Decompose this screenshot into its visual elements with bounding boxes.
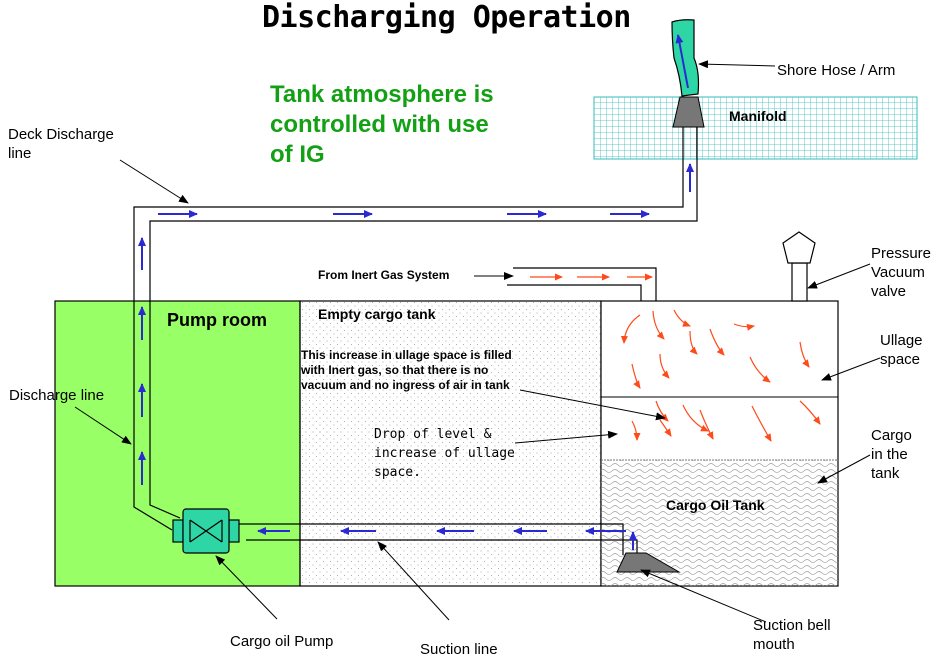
pointer-lines xyxy=(74,60,881,623)
cargo-oil-pump xyxy=(172,508,240,554)
deck-discharge-line-label: Deck Discharge line xyxy=(8,126,114,162)
suction-bell-mouth-label: Suction bell mouth xyxy=(753,617,831,653)
drop-of-level-label: Drop of level & increase of ullage space… xyxy=(374,427,515,480)
cargo-oil-tank-label: Cargo Oil Tank xyxy=(666,497,765,513)
ig-control-note: Tank atmosphere is controlled with use o… xyxy=(270,81,494,168)
inert-gas-arrows xyxy=(530,273,821,442)
suction-line-label: Suction line xyxy=(420,641,498,658)
manifold-grid xyxy=(593,96,918,160)
pump-room-label: Pump room xyxy=(167,310,268,330)
inert-gas-system-label: From Inert Gas System xyxy=(318,268,450,282)
cargo-oil-pump-label: Cargo oil Pump xyxy=(230,633,334,650)
ullage-inert-gas-note: This increase in ullage space is filled … xyxy=(301,348,512,392)
suction-pipe xyxy=(238,523,638,555)
diagram-title: Discharging Operation xyxy=(262,0,631,35)
pump-room xyxy=(54,300,301,587)
ullage-space-label: Ullage space xyxy=(880,332,923,368)
empty-cargo-tank xyxy=(299,300,602,587)
manifold-flange xyxy=(672,96,705,128)
empty-cargo-tank-label: Empty cargo tank xyxy=(318,306,436,322)
manifold-label: Manifold xyxy=(729,108,787,124)
discharge-pipe xyxy=(133,126,698,531)
pressure-vacuum-valve xyxy=(782,231,816,302)
discharge-line-label: Discharge line xyxy=(9,387,105,404)
cargo-in-tank-label: Cargo in the tank xyxy=(871,427,912,482)
inert-gas-pipe xyxy=(507,267,657,301)
shore-hose xyxy=(671,19,700,97)
suction-bell-mouth xyxy=(616,552,681,573)
pressure-vacuum-valve-label: Pressure Vacuum valve xyxy=(871,245,932,300)
shore-hose-label: Shore Hose / Arm xyxy=(777,62,896,79)
